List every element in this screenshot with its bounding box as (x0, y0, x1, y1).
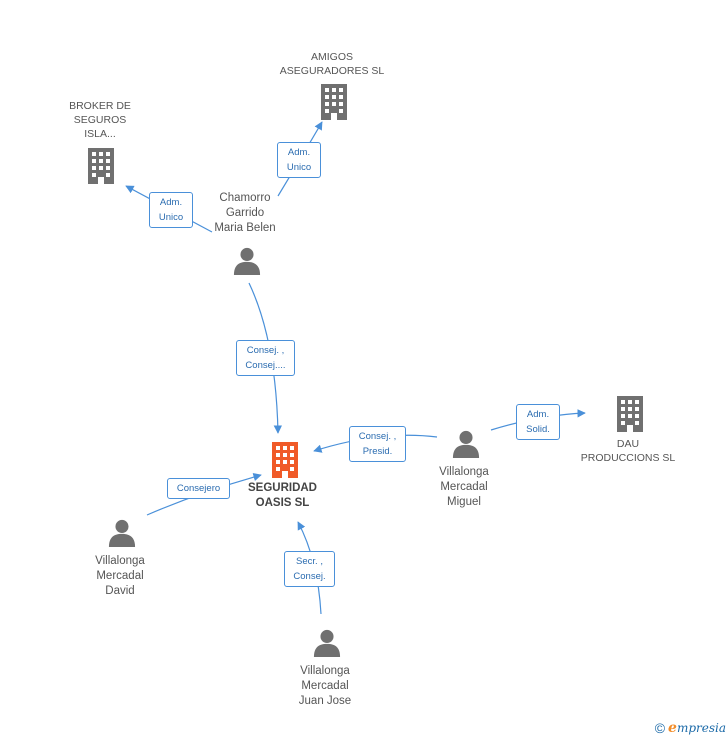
footer-credit: © empresia (655, 720, 726, 736)
node-label-miguel[interactable]: Villalonga Mercadal Miguel (439, 466, 489, 508)
node-label-broker-seguros[interactable]: BROKER DE SEGUROS ISLA... (69, 100, 131, 140)
building-icon[interactable] (88, 148, 114, 184)
edge-label-juanjose-seguridad[interactable]: Secr. , Consej. (284, 551, 335, 587)
building-icon[interactable] (272, 442, 298, 478)
building-icon[interactable] (617, 396, 643, 432)
edge-label-chamorro-seguridad[interactable]: Consej. , Consej.... (236, 340, 295, 376)
edge-label-chamorro-amigos[interactable]: Adm. Unico (277, 142, 321, 178)
empresia-logo-text: mpresia (676, 721, 726, 735)
edge-label-chamorro-broker[interactable]: Adm. Unico (149, 192, 193, 228)
building-icon[interactable] (321, 84, 347, 120)
node-label-chamorro[interactable]: Chamorro Garrido Maria Belen (214, 192, 276, 234)
person-icon[interactable] (108, 519, 136, 547)
empresia-logo[interactable]: empresia (668, 720, 726, 736)
person-icon[interactable] (313, 629, 341, 657)
edge-label-david-seguridad[interactable]: Consejero (167, 478, 230, 499)
node-label-david[interactable]: Villalonga Mercadal David (95, 555, 145, 597)
person-icon[interactable] (233, 247, 261, 275)
copyright-symbol: © (654, 720, 666, 736)
person-icon[interactable] (452, 430, 480, 458)
edge-label-miguel-seguridad[interactable]: Consej. , Presid. (349, 426, 406, 462)
empresia-logo-initial: e (668, 720, 677, 736)
node-label-seguridad-oasis[interactable]: SEGURIDAD OASIS SL (247, 482, 317, 509)
node-label-amigos-aseguradores[interactable]: AMIGOS ASEGURADORES SL (279, 51, 385, 77)
node-label-dau-producciones[interactable]: DAU PRODUCCIONS SL (580, 438, 676, 464)
node-label-juanjose[interactable]: Villalonga Mercadal Juan Jose (298, 665, 352, 707)
edge-label-miguel-dau[interactable]: Adm. Solid. (516, 404, 560, 440)
